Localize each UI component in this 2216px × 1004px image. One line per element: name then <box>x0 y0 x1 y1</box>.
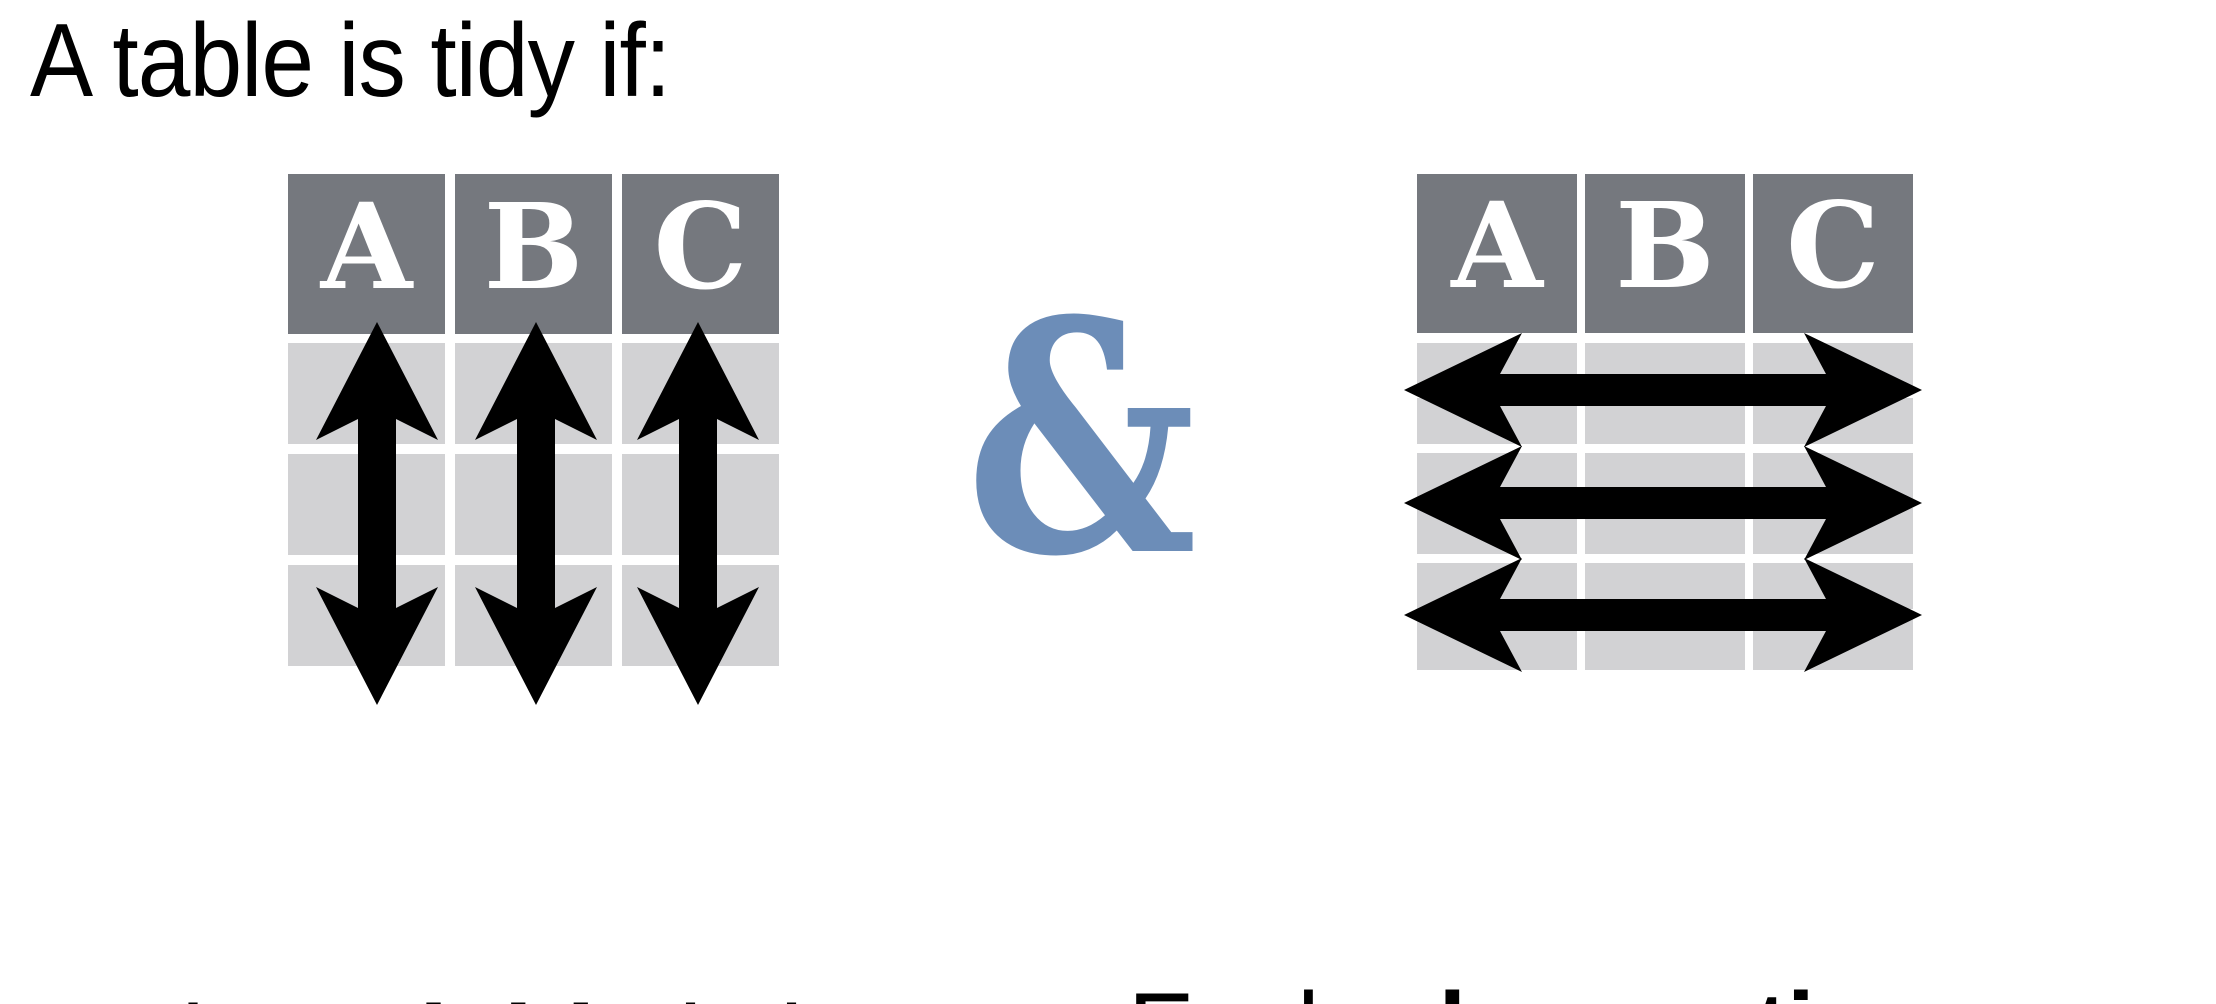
caption-line: Each variable is in <box>5 982 860 1004</box>
header-letter: C <box>1786 176 1880 315</box>
right-table-body-cell <box>1417 343 1577 389</box>
right-table-body-cell <box>1585 343 1745 389</box>
right-table-header-cell-B: B <box>1585 174 1745 333</box>
caption-text: is in <box>651 985 860 1004</box>
right-table-body-cell <box>1417 618 1577 670</box>
caption-bold-word: observation <box>1379 972 1935 1004</box>
right-table-header-cell-A: A <box>1417 174 1577 333</box>
header-letter: B <box>483 176 584 316</box>
caption-text: Each <box>5 985 266 1004</box>
right-table-body-cell <box>1417 453 1577 499</box>
left-table-header-cell-A: A <box>288 174 445 334</box>
right-table-body-cell <box>1417 508 1577 554</box>
caption-text: Each <box>1128 972 1379 1004</box>
right-table-body-cell <box>1585 398 1745 444</box>
left-table-caption: Each variable is in its own column <box>5 738 860 1004</box>
right-table-body-cell <box>1585 508 1745 554</box>
right-table-body-cell <box>1753 453 1913 499</box>
right-table-body-cell <box>1585 563 1745 609</box>
caption-bold-word: variable <box>266 985 652 1004</box>
caption-text: , or <box>1934 972 2075 1004</box>
right-table-body-cell <box>1417 398 1577 444</box>
diagram-title: A table is tidy if: <box>30 3 671 119</box>
right-table-body-cell <box>1753 563 1913 609</box>
right-table-caption: Each observation, or case, is in its own… <box>1128 740 2132 1004</box>
left-table-header-cell-B: B <box>455 174 612 334</box>
header-letter: A <box>1451 176 1543 315</box>
right-table-body-cell <box>1585 618 1745 670</box>
right-table-body-cell <box>1585 453 1745 499</box>
right-table-body-cell <box>1753 508 1913 554</box>
header-letter: B <box>1615 176 1715 315</box>
right-table-body-cell <box>1417 563 1577 609</box>
left-table-header-cell-C: C <box>622 174 779 334</box>
right-table-body-cell <box>1753 618 1913 670</box>
header-letter: C <box>653 176 748 316</box>
right-table-header-cell-C: C <box>1753 174 1913 333</box>
right-table-body-cell <box>1753 398 1913 444</box>
ampersand: & <box>966 252 1198 627</box>
caption-line: Each observation, or <box>1128 972 2132 1004</box>
header-letter: A <box>320 176 413 316</box>
right-table-body-cell <box>1753 343 1913 389</box>
